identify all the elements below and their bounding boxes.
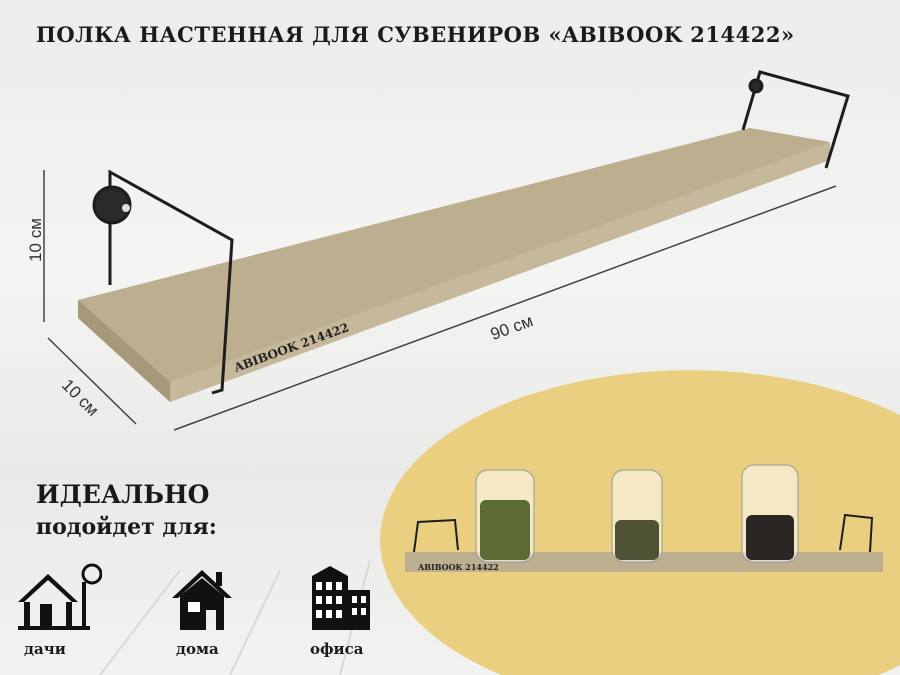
item-label-dacha: дачи — [24, 640, 66, 658]
item-label-home: дома — [176, 640, 219, 658]
shelf — [78, 128, 830, 402]
inset-photo: ABIBOOK 214422 — [380, 370, 900, 675]
office-building-icon — [312, 566, 370, 630]
house-icon — [172, 570, 232, 630]
item-label-office: офиса — [310, 640, 364, 658]
dimension-lines — [43, 170, 837, 431]
cottage-icon — [18, 563, 102, 630]
suitable-subheading: подойдет для: — [36, 514, 217, 540]
height-dimension: 10 см — [25, 218, 45, 262]
suitable-heading: ИДЕАЛЬНО — [36, 480, 210, 509]
product-title: ПОЛКА НАСТЕННАЯ ДЛЯ СУВЕНИРОВ «ABIBOOK 2… — [36, 22, 795, 47]
right-bracket — [741, 70, 850, 169]
left-bracket — [92, 169, 234, 395]
inset-brand-label: ABIBOOK 214422 — [417, 562, 499, 572]
